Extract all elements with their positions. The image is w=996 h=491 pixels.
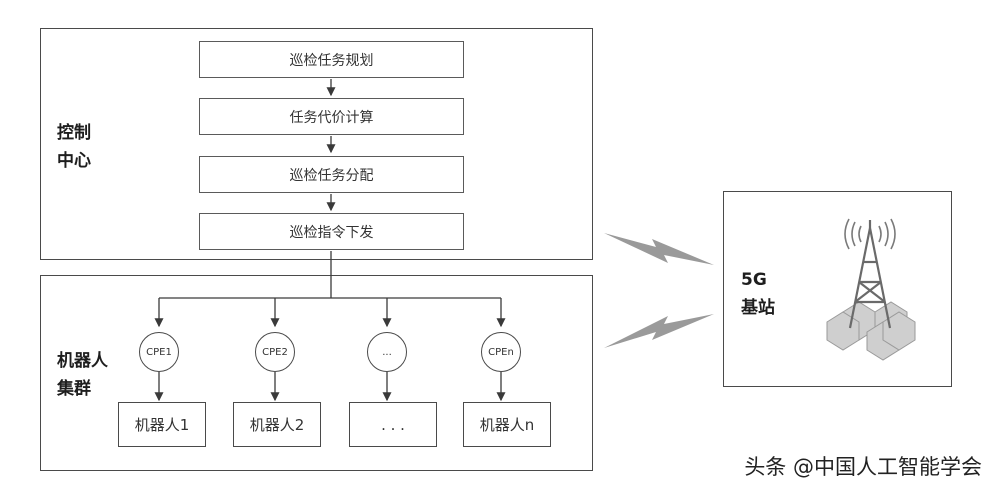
step-command-dispatch: 巡检指令下发 — [199, 213, 464, 250]
control-center-label: 控制 中心 — [57, 123, 91, 171]
watermark-text: 头条 @中国人工智能学会 — [744, 455, 982, 479]
base-station-panel — [723, 191, 952, 387]
robot-cluster-label: 机器人 集群 — [57, 351, 108, 399]
base-station-label: 5G 基站 — [741, 270, 775, 318]
cpe-node-ellipsis: ... — [367, 332, 407, 372]
wireless-link-upper-icon — [604, 233, 714, 265]
cpe-node-1: CPE1 — [139, 332, 179, 372]
cpe-node-2: CPE2 — [255, 332, 295, 372]
robot-1: 机器人1 — [118, 402, 206, 447]
robot-n: 机器人n — [463, 402, 551, 447]
step-inspection-planning: 巡检任务规划 — [199, 41, 464, 78]
robot-ellipsis: . . . — [349, 402, 437, 447]
cpe-node-n: CPEn — [481, 332, 521, 372]
robot-2: 机器人2 — [233, 402, 321, 447]
wireless-link-lower-icon — [604, 314, 714, 348]
step-cost-calculation: 任务代价计算 — [199, 98, 464, 135]
5g-tower-icon — [826, 218, 916, 361]
step-task-allocation: 巡检任务分配 — [199, 156, 464, 193]
